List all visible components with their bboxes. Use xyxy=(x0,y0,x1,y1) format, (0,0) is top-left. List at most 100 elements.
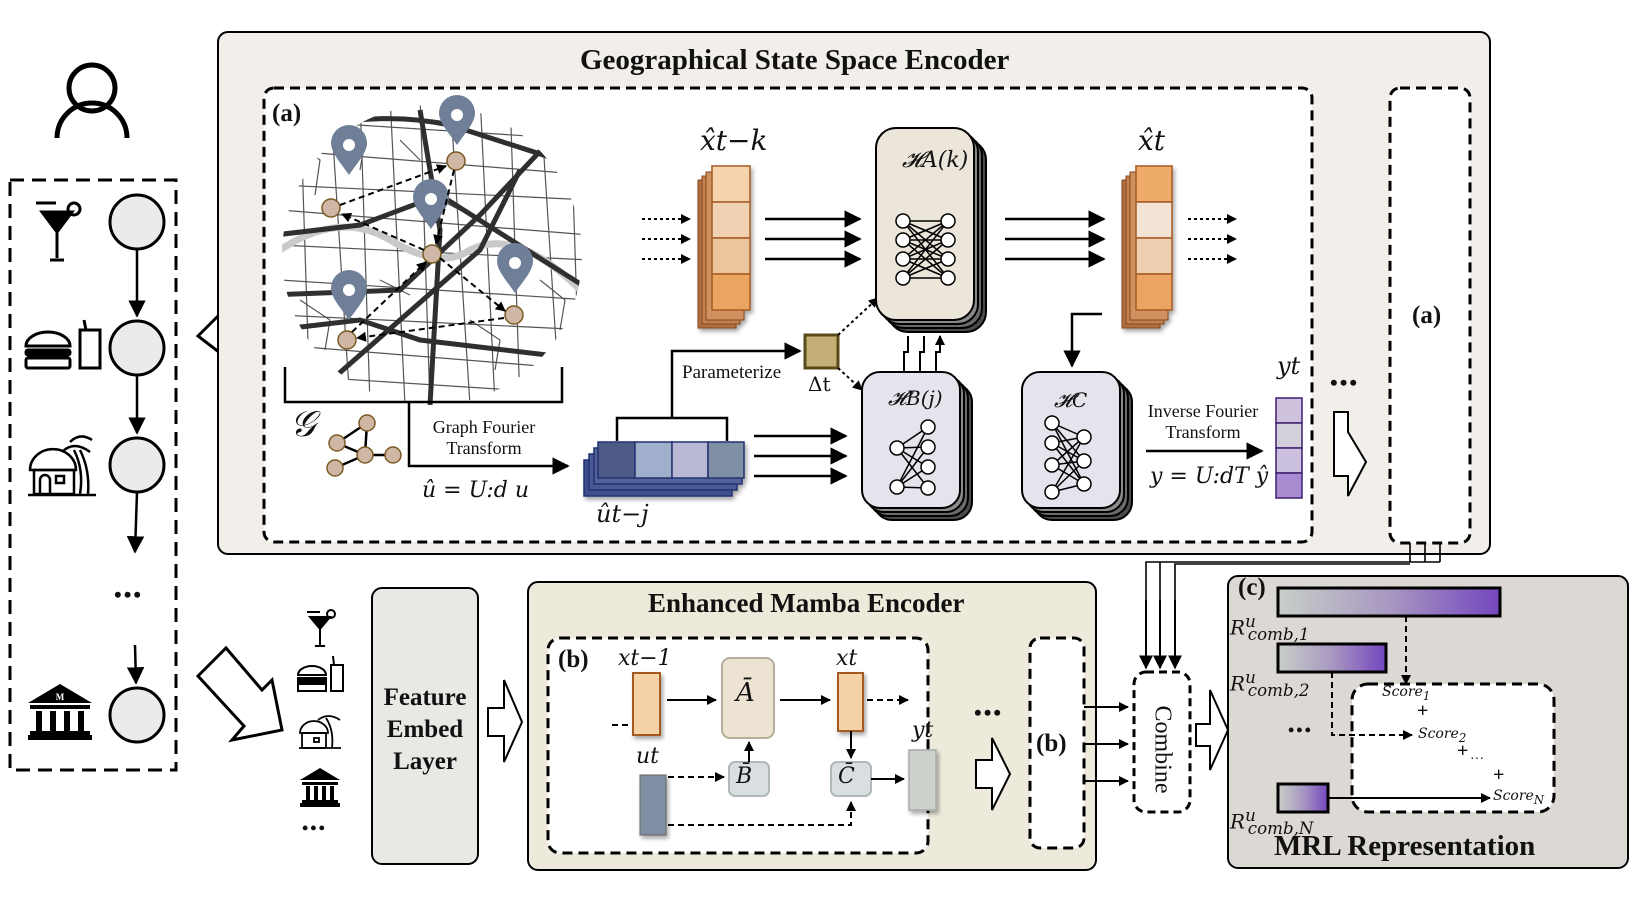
fastfood-icon xyxy=(296,655,344,692)
graph-fourier-arrow xyxy=(407,402,570,475)
nn-node xyxy=(895,213,911,229)
nn-node xyxy=(1076,476,1092,492)
map-bracket xyxy=(283,367,564,404)
feature-embed-layer xyxy=(371,587,479,865)
H-A-network xyxy=(875,127,987,333)
y-output xyxy=(908,749,937,811)
score-n: ScoreN xyxy=(1493,788,1545,807)
x-prev-state xyxy=(632,672,661,736)
x-label: xt xyxy=(836,646,858,671)
sequence-ellipsis: ••• xyxy=(114,582,144,607)
nn-node xyxy=(920,419,936,435)
nn-node xyxy=(920,439,936,455)
parameterize-bracket xyxy=(615,351,800,441)
nn-edge xyxy=(1051,436,1085,493)
x-hat-tensor xyxy=(1121,165,1173,329)
mrl-rep-1 xyxy=(1276,586,1502,618)
map-poi-nodes xyxy=(321,151,524,350)
nn-node xyxy=(1076,453,1092,469)
nn-node xyxy=(1044,435,1060,451)
beach-hut-icon xyxy=(28,435,96,497)
stacked-block-a xyxy=(1388,86,1472,545)
mamba-block-label: (b) xyxy=(558,646,589,673)
nn-edge xyxy=(896,446,929,488)
parameterize-label: Parameterize xyxy=(682,362,782,383)
museum-icon xyxy=(300,768,340,807)
score-2: Score2 xyxy=(1418,726,1467,745)
y-label: yt xyxy=(1277,352,1301,380)
mamba-stack-ellipsis: ••• xyxy=(974,700,1004,725)
mrl-block-label: (c) xyxy=(1238,574,1266,601)
map-pin-icons xyxy=(331,95,533,320)
mrl-title: MRL Representation xyxy=(1274,830,1536,862)
nn-edge xyxy=(902,239,949,279)
score-1: Score1 xyxy=(1382,684,1431,703)
nn-node xyxy=(895,251,911,267)
delta-block xyxy=(803,333,840,370)
poi-node-1 xyxy=(108,193,166,251)
mrl-rep-1-label: Rucomb,1 xyxy=(1230,612,1310,644)
u-label: ut xyxy=(636,744,660,769)
user-checkin-sequence xyxy=(8,178,178,772)
u-hat-tensor xyxy=(583,441,745,497)
nn-node xyxy=(889,440,905,456)
hollow-arrow-to-mamba xyxy=(487,679,524,763)
nn-edge xyxy=(1051,422,1085,485)
hollow-arrow-to-mrl xyxy=(1195,689,1230,771)
nn-node xyxy=(1044,457,1060,473)
svg-text:M: M xyxy=(56,692,65,702)
embed-input-ellipsis: ••• xyxy=(302,818,327,838)
H-B-network xyxy=(861,371,973,521)
nn-node xyxy=(920,459,936,475)
stacked-block-b-label: (b) xyxy=(1036,730,1067,757)
H-A-label: 𝓗A(k) xyxy=(902,148,969,173)
nn-node xyxy=(895,232,911,248)
hollow-arrow-stack-a xyxy=(1333,411,1368,497)
plus-1: + xyxy=(1417,700,1429,722)
score-sum-box xyxy=(1350,682,1556,814)
H-B-label: 𝓗B(j) xyxy=(888,386,943,410)
score-ellipsis: ··· xyxy=(1470,752,1484,767)
beach-hut-icon xyxy=(299,715,341,749)
poi-graph-icon xyxy=(326,414,402,477)
cocktail-icon xyxy=(36,201,82,262)
combine-block xyxy=(1132,670,1192,814)
nn-node xyxy=(940,270,956,286)
geo-stack-ellipsis: ••• xyxy=(1330,370,1360,395)
x-hat-label: x̂t xyxy=(1138,124,1166,157)
geo-block-label: (a) xyxy=(272,100,302,127)
nn-node xyxy=(940,232,956,248)
A-bar-label: Ā xyxy=(736,678,755,708)
map-trajectory-arrows xyxy=(339,164,506,342)
nn-edge xyxy=(902,220,949,241)
mrl-rep-ellipsis: ••• xyxy=(1288,720,1313,740)
feature-embed-label: Feature Embed Layer xyxy=(383,684,467,775)
u-hat-label: ût−j xyxy=(596,500,649,528)
nn-edge xyxy=(1051,422,1085,462)
nn-node xyxy=(940,251,956,267)
H-C-network xyxy=(1021,371,1133,521)
museum-icon: M xyxy=(28,684,92,740)
B-bar-label: B̄ xyxy=(736,764,753,789)
nn-node xyxy=(1076,429,1092,445)
nn-node xyxy=(940,213,956,229)
graph-symbol: 𝒢 xyxy=(290,404,316,445)
nn-node xyxy=(1044,484,1060,500)
hollow-arrow-stack-b xyxy=(975,737,1012,811)
graph-fourier-equation: û = U:d u xyxy=(422,478,530,503)
nn-node xyxy=(1044,415,1060,431)
geo-encoder-title: Geographical State Space Encoder xyxy=(580,44,1010,76)
graph-fourier-label: Graph Fourier Transform xyxy=(432,417,536,458)
plus-3: + xyxy=(1493,764,1505,786)
x-state xyxy=(837,672,864,732)
C-bar-label: C̄ xyxy=(838,764,855,789)
cocktail-icon xyxy=(307,609,336,647)
H-C-label: 𝓗C xyxy=(1054,388,1088,412)
combine-label: Combine xyxy=(1149,705,1176,794)
nn-edge xyxy=(896,426,929,488)
fastfood-icon xyxy=(24,319,102,370)
u-input xyxy=(639,774,667,836)
inverse-fourier-equation: y = U:dT ŷ xyxy=(1150,464,1269,489)
x-hat-prev-tensor xyxy=(697,165,751,329)
